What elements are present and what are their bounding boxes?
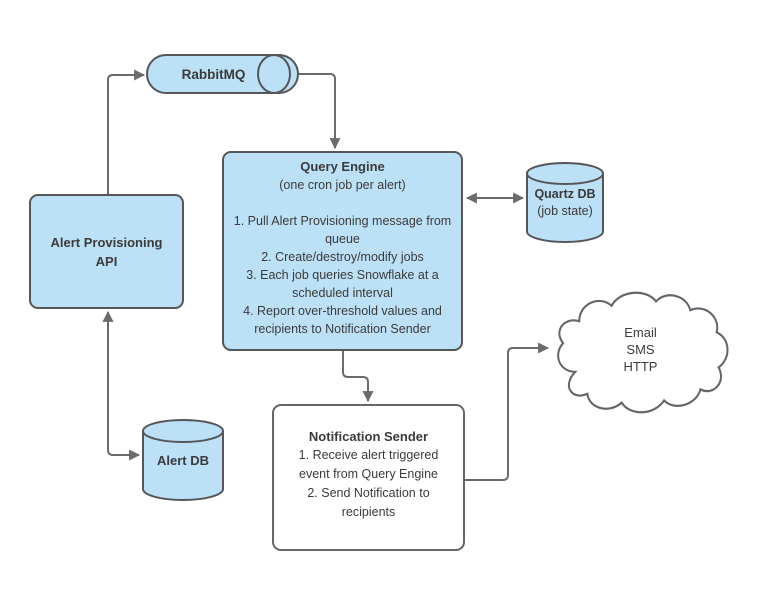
rabbitmq-label: RabbitMQ bbox=[181, 66, 246, 82]
notification-sender-item: 2. Send Notification to recipients bbox=[307, 486, 430, 519]
cloud-shape bbox=[557, 291, 729, 414]
notification-sender-node: Notification Sender 1. Receive alert tri… bbox=[273, 405, 464, 550]
notification-sender-item: 1. Receive alert triggered event from Qu… bbox=[298, 448, 439, 481]
connector-rabbitmq-to-query-engine bbox=[298, 73, 341, 150]
quartz-db-title: Quartz DB bbox=[534, 186, 596, 201]
notification-sender-title: Notification Sender bbox=[308, 429, 429, 444]
quartz-db-shape bbox=[526, 162, 604, 243]
query-engine-item: 1. Pull Alert Provisioning message from … bbox=[233, 214, 452, 246]
alert-db-label: Alert DB bbox=[156, 452, 209, 468]
alert-provisioning-api-box bbox=[29, 194, 184, 309]
query-engine-subtitle: (one cron job per alert) bbox=[279, 178, 406, 192]
cloud-line: HTTP bbox=[623, 358, 658, 374]
quartz-db-subtitle: (job state) bbox=[537, 203, 593, 218]
query-engine-title: Query Engine bbox=[300, 159, 385, 174]
alert-provisioning-api-label: Alert Provisioning API bbox=[50, 234, 163, 269]
connector-api-to-rabbitmq bbox=[107, 69, 146, 194]
query-engine-item: 3. Each job queries Snowflake at a sched… bbox=[246, 268, 439, 300]
cloud-line: SMS bbox=[626, 341, 655, 357]
connector-query-engine-to-notification-sender bbox=[342, 351, 374, 403]
rabbitmq-queue-shape bbox=[146, 54, 299, 94]
quartz-db-label: Quartz DB (job state) bbox=[527, 163, 603, 242]
query-engine-box bbox=[222, 151, 463, 351]
cloud-line: Email bbox=[624, 324, 657, 340]
notification-sender-box bbox=[272, 404, 465, 551]
query-engine-item: 2. Create/destroy/modify jobs bbox=[261, 250, 424, 264]
connector-notification-sender-to-cloud bbox=[464, 342, 550, 481]
spacer bbox=[231, 194, 454, 212]
connector-api-alert-db bbox=[102, 310, 141, 461]
cloud-label: Email SMS HTTP bbox=[553, 288, 728, 410]
query-engine-item: 4. Report over-threshold values and reci… bbox=[243, 304, 442, 336]
alert-db-shape bbox=[142, 419, 224, 501]
query-engine-node: Query Engine (one cron job per alert) 1.… bbox=[223, 152, 462, 350]
